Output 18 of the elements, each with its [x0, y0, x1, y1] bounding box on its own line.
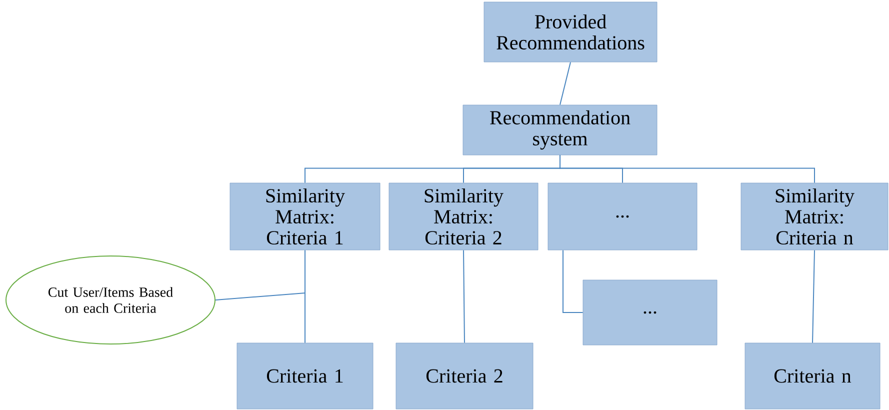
leader-line [215, 292, 306, 300]
connector-line [463, 250, 465, 344]
connector-line [304, 250, 306, 344]
connector-line [812, 250, 815, 344]
connector-line [560, 154, 815, 184]
process-box: Criteria n [744, 342, 880, 410]
process-box: Similarity Matrix: Criteria 2 [388, 182, 538, 250]
process-box: ... [548, 182, 698, 250]
ellipse-node: Cut User/Items Based on each Criteria [6, 256, 216, 344]
process-box: Provided Recommendations [484, 2, 658, 62]
connector-line [562, 250, 584, 313]
process-box: Similarity Matrix: Criteria n [740, 182, 888, 250]
process-box: Criteria 2 [396, 342, 534, 410]
process-box: ... [582, 280, 718, 346]
process-box: Recommendation system [462, 104, 658, 156]
process-box: Criteria 1 [236, 342, 374, 410]
connector-line [560, 62, 571, 106]
process-box: Similarity Matrix: Criteria 1 [230, 182, 380, 250]
